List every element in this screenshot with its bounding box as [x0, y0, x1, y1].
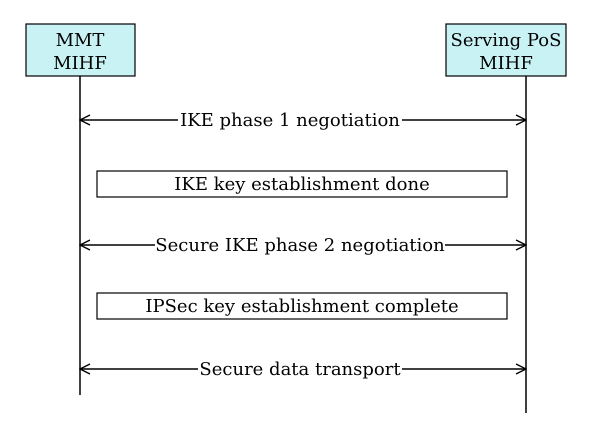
note-ipsec-key-established: IPSec key establishment complete [96, 292, 508, 320]
note-label: IKE key establishment done [174, 174, 429, 195]
message-label: Secure IKE phase 2 negotiation [155, 235, 445, 256]
entity-serving-pos-line2: MIHF [479, 53, 533, 74]
note-ike-key-established: IKE key establishment done [96, 170, 508, 198]
entity-mmt-mihf: MMT MIHF [25, 23, 136, 77]
entity-serving-pos-mihf: Serving PoS MIHF [445, 23, 567, 77]
message-secure-ike-phase-2: Secure IKE phase 2 negotiation [80, 235, 526, 256]
message-ike-phase-1: IKE phase 1 negotiation [80, 110, 526, 131]
entity-mmt-line2: MIHF [53, 53, 107, 74]
entity-serving-pos-line1: Serving PoS [451, 30, 562, 51]
entity-mmt-line1: MMT [56, 30, 105, 51]
message-secure-data-transport: Secure data transport [80, 359, 526, 380]
message-label: Secure data transport [199, 359, 401, 380]
message-label: IKE phase 1 negotiation [180, 110, 400, 131]
note-label: IPSec key establishment complete [145, 296, 458, 317]
